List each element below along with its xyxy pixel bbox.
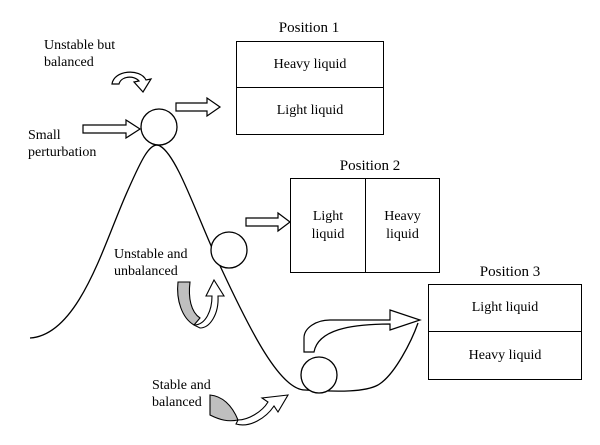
right-arrow-icon [175,96,222,118]
label-unstable-unbalanced: Unstable and unbalanced [114,247,188,279]
label-stable-balanced: Stable and balanced [152,378,211,410]
label-unstable-balanced: Unstable but balanced [44,38,116,70]
ball-top [140,108,178,146]
position-1-box: Heavy liquid Light liquid [236,41,384,135]
position-3-bottom-cell: Heavy liquid [468,347,542,363]
position-2-title: Position 2 [339,158,401,174]
position-2-right-cell: Heavy liquid [384,208,421,242]
perturbation-arrow-icon [82,118,142,140]
position-1-title: Position 1 [278,20,340,36]
position-1-bottom-cell: Light liquid [276,103,344,118]
position-2-box: Light liquid Heavy liquid [290,178,440,273]
label-small-perturbation: Small perturbation [28,128,97,160]
position-2-left-cell: Light liquid [291,179,366,272]
rotation-arrow-icon [235,394,290,426]
rotation-arrow-icon [193,278,225,329]
ball-bottom [300,356,338,394]
position-3-box: Light liquid Heavy liquid [428,284,582,380]
right-arrow-icon [245,211,291,233]
position-3-top-cell: Light liquid [429,285,581,332]
ball-middle [210,231,248,269]
curved-arrow-icon [303,309,422,353]
rotation-arrow-gray-tail [177,281,201,326]
rotation-arrow-gray-tail [209,394,239,422]
curved-arrow-icon [111,71,153,93]
position-3-title: Position 3 [479,264,541,280]
position-1-top-cell: Heavy liquid [237,42,383,88]
